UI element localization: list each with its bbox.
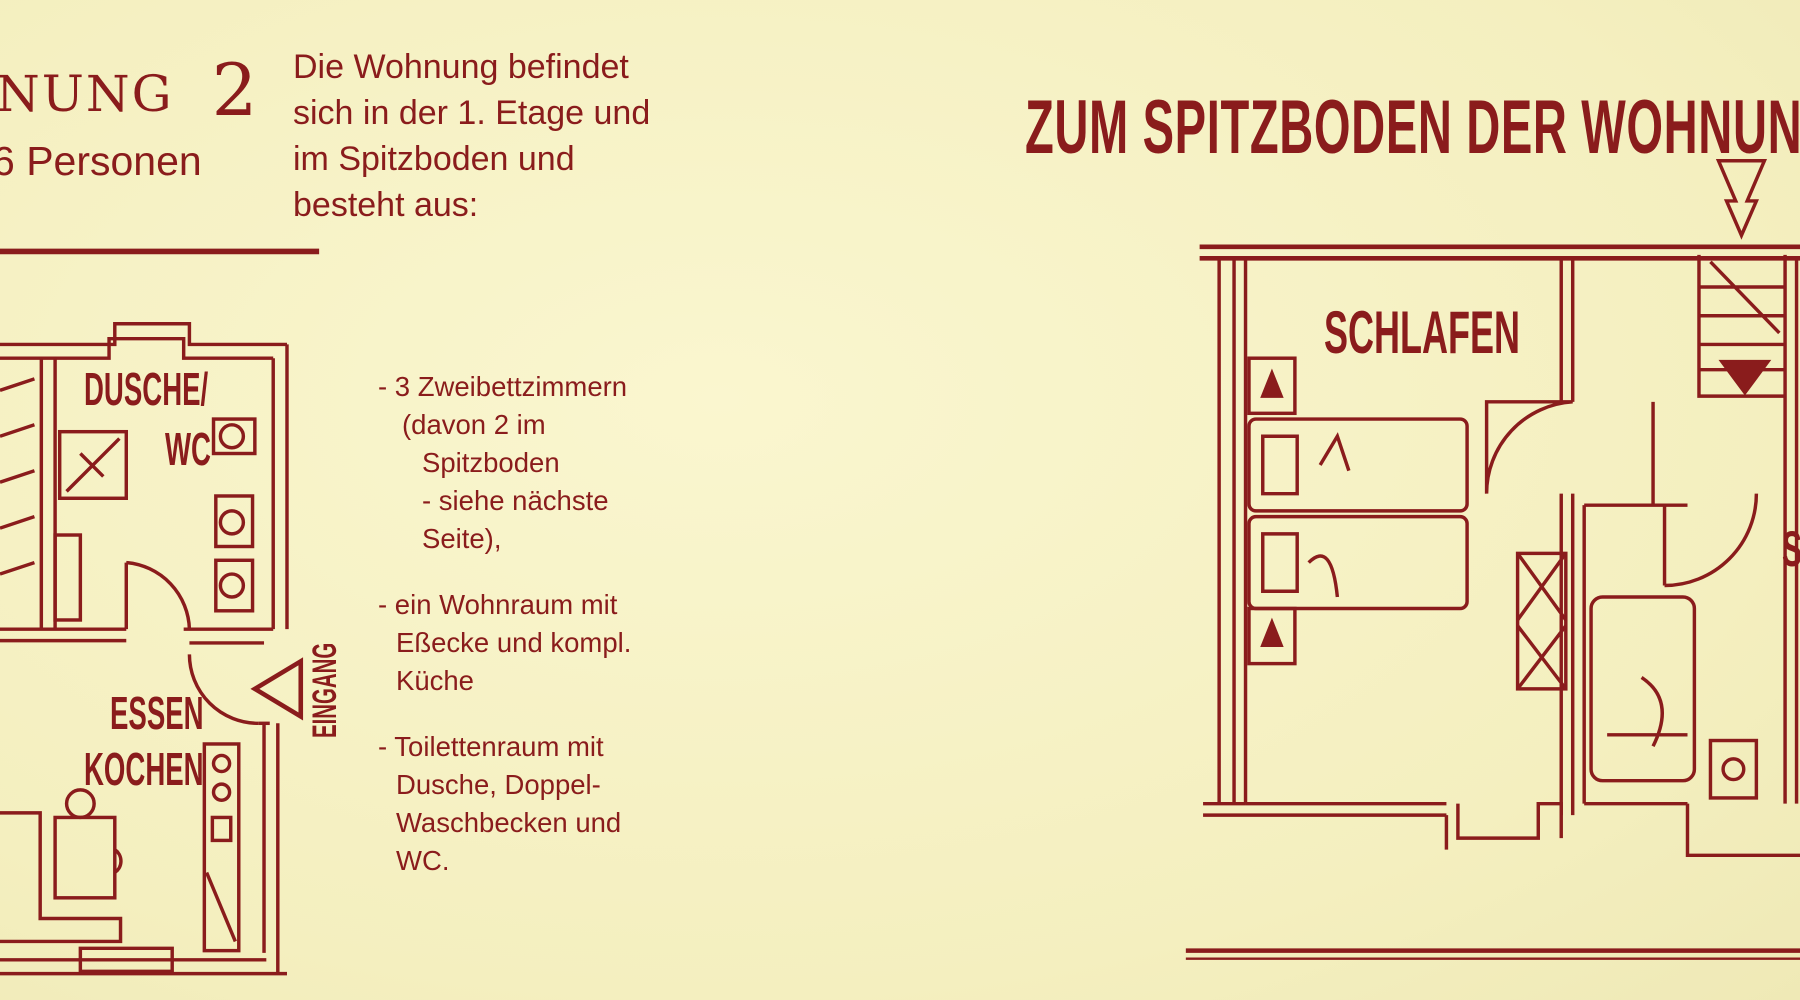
apartment-title: NUNG 2 (0, 48, 259, 132)
description-line: besteht aus: (293, 186, 479, 224)
list-line: Waschbecken und (396, 807, 622, 838)
label-partial: S (1782, 520, 1800, 578)
list-line: - siehe nächste (422, 485, 609, 516)
list-line: Spitzboden (422, 447, 560, 478)
list-line: Seite), (422, 523, 502, 554)
list-line: (davon 2 im (402, 409, 546, 440)
label-entrance: EINGANG (306, 642, 344, 738)
floor-plan-attic (1199, 159, 1800, 858)
description-line: Die Wohnung befindet (293, 48, 629, 86)
list-line: - Toilettenraum mit (378, 731, 604, 762)
apartment-description: Die Wohnung befindet sich in der 1. Etag… (293, 44, 650, 228)
floor-plan-apartment-2 (0, 322, 304, 976)
label-shower: DUSCHE/ (84, 363, 209, 415)
description-line: sich in der 1. Etage und (293, 94, 651, 132)
description-line: im Spitzboden und (293, 140, 575, 178)
label-eat: ESSEN (110, 687, 204, 739)
list-line: - ein Wohnraum mit (378, 589, 618, 620)
attic-title: ZUM SPITZBODEN DER WOHNUNG 2 (1025, 85, 1800, 170)
list-line: WC. (396, 845, 450, 876)
list-line: - 3 Zweibettzimmern (378, 371, 628, 402)
label-wc: WC (165, 423, 211, 475)
label-cook: KOCHEN (84, 743, 204, 795)
list-line: Dusche, Doppel- (396, 769, 601, 800)
label-sleep: SCHLAFEN (1324, 299, 1521, 366)
persons-capacity: 6 Personen (0, 138, 202, 184)
room-list: - 3 Zweibettzimmern (davon 2 im Spitzbod… (378, 368, 631, 880)
apartment-number: 2 (211, 48, 260, 132)
list-line: Küche (396, 665, 474, 696)
list-line: Eßecke und kompl. (396, 627, 632, 658)
apartment-title-text: NUNG (0, 65, 174, 123)
